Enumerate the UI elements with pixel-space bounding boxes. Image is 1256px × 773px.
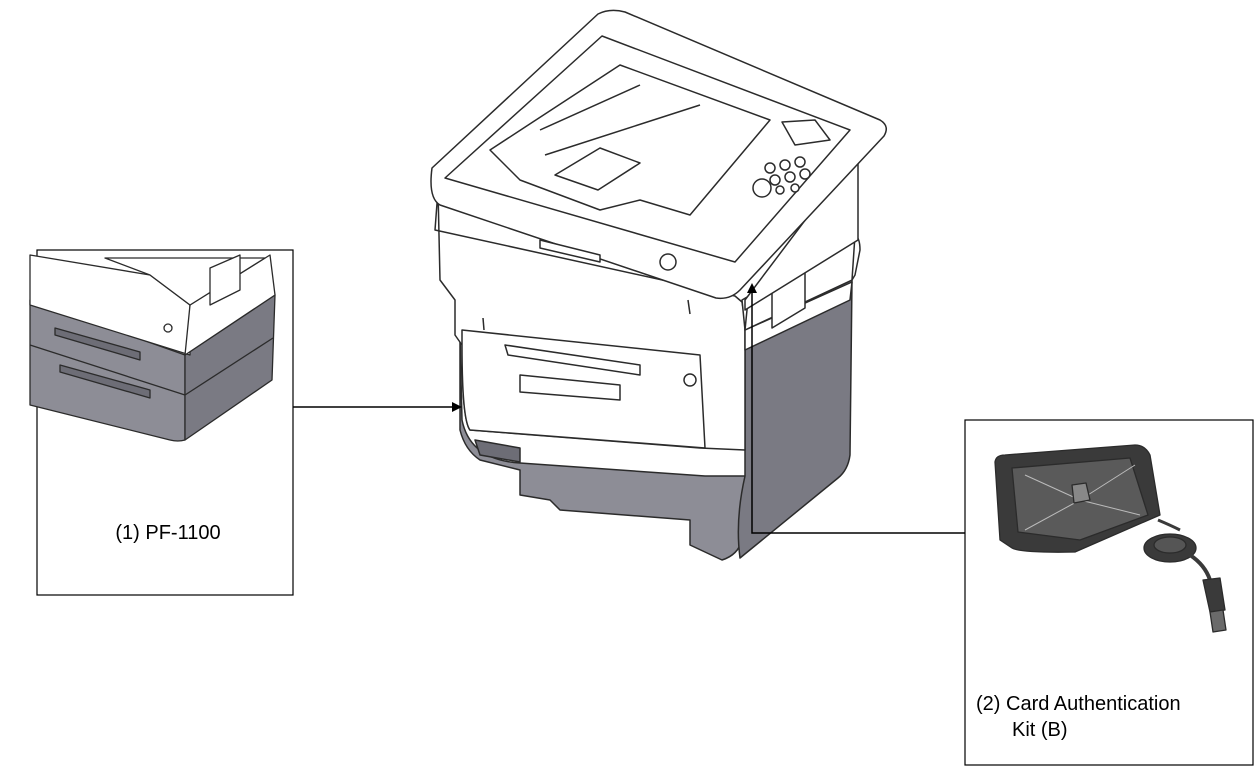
pf1100-label: (1) PF-1100 (115, 522, 221, 544)
card-auth-label-line2: Kit (B) (1012, 719, 1068, 741)
paper-feeder-unit (459, 279, 853, 561)
usb-cable (1157, 518, 1181, 532)
connector-arrows (293, 283, 965, 534)
card-auth-label-line1: (2) Card Authentication (976, 693, 1181, 715)
control-panel (752, 119, 831, 198)
usb-plug (1202, 577, 1226, 613)
arrow-card-reader (747, 283, 965, 534)
pf1100-illustration (29, 254, 276, 442)
card-reader-illustration (994, 444, 1227, 633)
printer-with-feeder-illustration (430, 9, 887, 561)
printer-cassette (461, 329, 706, 449)
